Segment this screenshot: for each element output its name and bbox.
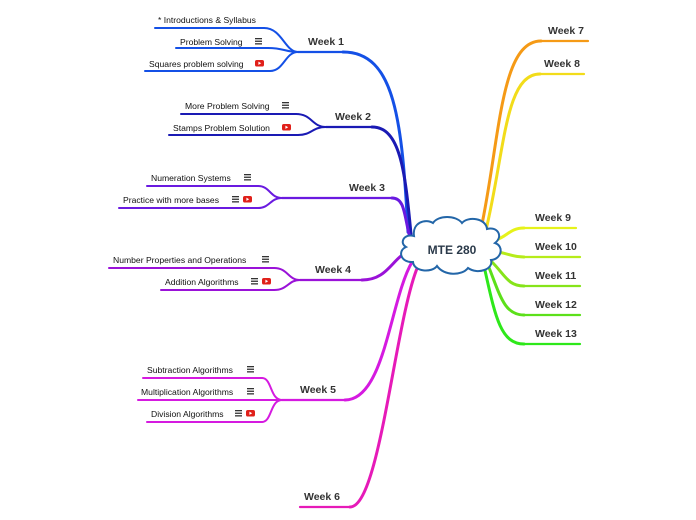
notes-icon[interactable] [235,410,242,417]
topic-more-problem-solving[interactable]: More Problem Solving [185,101,270,111]
connector-topic-subtraction [261,377,283,401]
connector-week-5 [343,260,414,402]
connector-week-3 [390,196,412,240]
central-topic[interactable]: MTE 280 [400,216,502,275]
week-3-label[interactable]: Week 3 [349,182,385,194]
week-1-label[interactable]: Week 1 [308,36,344,48]
notes-icon[interactable] [255,38,262,45]
notes-icon[interactable] [247,366,254,373]
branch-week-5[interactable]: Week 5 Subtraction Algorithms Multiplica… [137,260,414,423]
branch-week-2[interactable]: Week 2 More Problem Solving Stamps Probl… [168,101,413,236]
central-topic-label[interactable]: MTE 280 [428,243,477,257]
notes-icon[interactable] [251,278,258,285]
branch-week-13[interactable]: Week 13 [482,264,582,346]
week-11-label[interactable]: Week 11 [535,270,576,282]
connector-week-9 [494,226,526,242]
week-7-label[interactable]: Week 7 [548,25,584,37]
branch-week-8[interactable]: Week 8 [484,58,586,232]
topic-addition-algorithms[interactable]: Addition Algorithms [165,277,239,287]
topic-numeration-systems[interactable]: Numeration Systems [151,173,231,183]
youtube-icon[interactable] [246,410,255,417]
topic-problem-solving[interactable]: Problem Solving [180,37,243,47]
branch-week-3[interactable]: Week 3 Numeration Systems Practice with … [118,173,412,240]
week-12-label[interactable]: Week 12 [535,299,577,311]
branch-week-6[interactable]: Week 6 [298,264,420,509]
topic-practice-more-bases[interactable]: Practice with more bases [123,195,219,205]
topic-multiplication-algorithms[interactable]: Multiplication Algorithms [141,387,233,397]
topic-squares-problem-solving[interactable]: Squares problem solving [149,59,244,69]
connector-week-10 [496,250,526,259]
week-5-label[interactable]: Week 5 [300,384,336,396]
connector-topic-bases [257,197,283,209]
week-9-label[interactable]: Week 9 [535,212,571,224]
topic-stamps-problem-solution[interactable]: Stamps Problem Solution [173,123,270,133]
connector-week-2 [370,125,413,236]
connector-week-8 [484,72,542,232]
week-2-label[interactable]: Week 2 [335,111,371,123]
connector-week-11 [490,260,526,288]
connector-topic-addition [273,279,301,291]
branch-week-1[interactable]: Week 1 * Introductions & Syllabus Proble… [144,15,410,234]
connector-week-12 [486,263,526,317]
notes-icon[interactable] [244,174,251,181]
topic-number-properties-operations[interactable]: Number Properties and Operations [113,255,246,265]
week-8-label[interactable]: Week 8 [544,58,580,70]
week-6-label[interactable]: Week 6 [304,491,340,503]
connector-week-6 [348,264,420,509]
notes-icon[interactable] [282,102,289,109]
connector-topic-more-problem [295,113,327,128]
youtube-icon[interactable] [243,196,252,203]
branch-week-4[interactable]: Week 4 Number Properties and Operations … [108,250,410,291]
connector-week-1 [341,50,410,234]
branch-week-9[interactable]: Week 9 [494,212,578,242]
youtube-icon[interactable] [255,60,264,67]
week-13-label[interactable]: Week 13 [535,328,577,340]
notes-icon[interactable] [232,196,239,203]
connector-topic-numeration [257,185,283,199]
youtube-icon[interactable] [282,124,291,131]
topic-introductions-syllabus[interactable]: * Introductions & Syllabus [158,15,256,25]
connector-week-13 [482,264,526,346]
youtube-icon[interactable] [262,278,271,285]
connector-topic-properties [273,267,301,281]
cloud-shape [400,216,502,275]
branch-week-11[interactable]: Week 11 [490,260,582,288]
branch-week-7[interactable]: Week 7 [479,25,590,231]
branch-week-12[interactable]: Week 12 [486,263,582,317]
connector-week-7 [479,39,543,231]
connector-topic-division [261,399,283,423]
topic-subtraction-algorithms[interactable]: Subtraction Algorithms [147,365,233,375]
branch-week-10[interactable]: Week 10 [496,241,582,259]
connector-topic-stamps [297,126,327,136]
connector-topic-squares [269,51,299,72]
week-10-label[interactable]: Week 10 [535,241,577,253]
topic-division-algorithms[interactable]: Division Algorithms [151,409,224,419]
notes-icon[interactable] [247,388,254,395]
week-4-label[interactable]: Week 4 [315,264,351,276]
notes-icon[interactable] [262,256,269,263]
